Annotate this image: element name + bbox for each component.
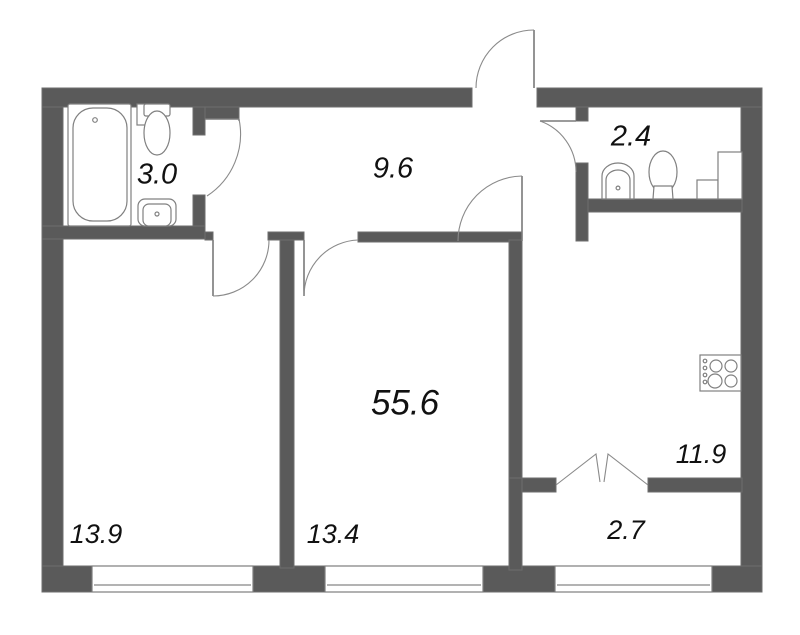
area-label-living-room: 55.6: [371, 383, 440, 422]
wall-balcony-top-left: [521, 477, 557, 493]
wall-balcony-left: [508, 477, 523, 571]
wall-bathroom-second-bottom: [587, 198, 743, 213]
door-bedroom-middle: [303, 239, 359, 297]
wall-bathroom-main-bottom: [41, 225, 206, 240]
door-entrance: [475, 29, 535, 89]
fixture-group: [67, 103, 743, 392]
door-bathroom-main: [205, 118, 242, 197]
sink-icon: [601, 162, 635, 200]
area-label-hall: 9.6: [373, 153, 414, 185]
wall-hall-bottom-left: [204, 231, 214, 241]
wall-nib-bathroom-head: [204, 106, 240, 120]
toilet-icon: [143, 103, 171, 156]
area-label-balcony: 2.7: [606, 515, 646, 545]
wall-nib-bathroom-second-head: [575, 106, 589, 122]
cooktop-icon: [699, 354, 742, 392]
riser-cabinet-icon: [717, 151, 743, 200]
area-label-bedroom-middle: 13.4: [307, 519, 360, 549]
door-balcony: [555, 452, 649, 486]
wall-exterior-top-right: [536, 87, 763, 108]
wall-balcony-top-right: [647, 477, 743, 493]
wall-bedroom-divider: [279, 239, 295, 569]
wall-hall-bottom-mid: [267, 231, 305, 241]
wall-hall-bottom-right: [357, 231, 523, 243]
window-bedroom-left: [91, 565, 254, 593]
wall-exterior-bottom-pier-1: [252, 565, 326, 593]
window-bedroom-middle: [324, 565, 484, 593]
door-bedroom-left: [212, 239, 270, 297]
wall-exterior-bottom-left-stub: [41, 565, 93, 593]
wall-bathroom-main-right-upper: [192, 106, 206, 136]
door-living-room: [457, 175, 523, 242]
window-balcony: [554, 565, 713, 593]
area-label-bathroom-second: 2.4: [610, 121, 651, 153]
area-label-bedroom-left: 13.9: [70, 519, 123, 549]
area-label-kitchen: 11.9: [676, 439, 727, 469]
sink-icon: [137, 198, 177, 227]
area-label-group: 3.0 9.6 2.4 55.6 11.9 2.7 13.9 13.4: [70, 121, 727, 549]
wall-group: [41, 87, 763, 593]
area-label-bathroom-main: 3.0: [137, 159, 177, 191]
wall-exterior-right: [740, 87, 763, 593]
bathtub-icon: [67, 103, 132, 227]
door-group: [205, 29, 649, 486]
door-bathroom-second: [539, 120, 577, 173]
toilet-icon: [648, 150, 678, 200]
cistern-icon: [696, 179, 719, 200]
wall-exterior-left: [41, 87, 64, 593]
wall-exterior-top-left: [41, 87, 473, 108]
window-group: [91, 565, 713, 593]
wall-exterior-bottom-right-stub: [711, 565, 763, 593]
wall-bathroom-second-left: [575, 162, 589, 242]
